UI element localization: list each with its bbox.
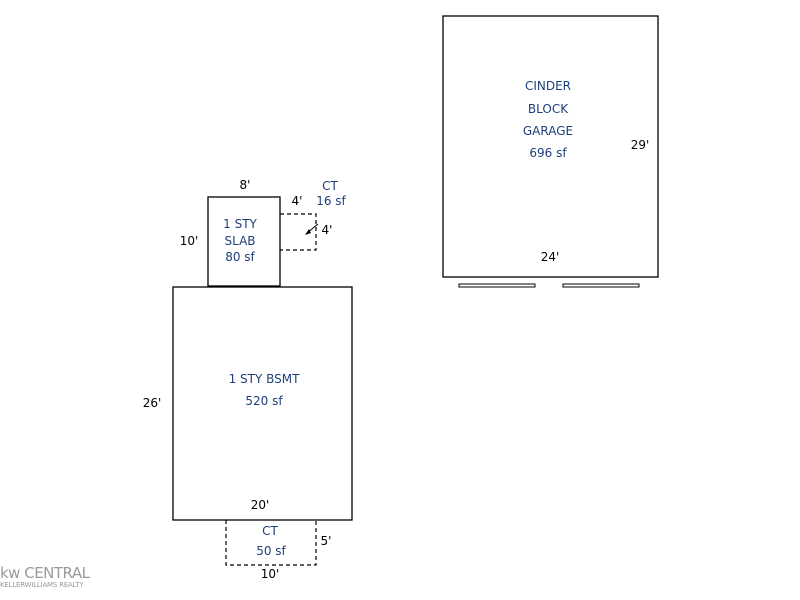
- slab-group: 1 STY SLAB 80 sf 8' 10': [180, 178, 281, 287]
- garage-label-line-1: CINDER: [525, 79, 571, 93]
- basement-label: 1 STY BSMT: [229, 372, 301, 386]
- garage-dim-right: 29': [631, 138, 650, 152]
- garage-label-line-3: GARAGE: [523, 124, 573, 138]
- porch-small-group: CT 16 sf 4' 4': [280, 179, 347, 251]
- basement-dim-bottom: 20': [251, 498, 270, 512]
- porch-small-area: 16 sf: [316, 194, 346, 208]
- slab-dim-top: 8': [240, 178, 251, 192]
- porch-small-pointer-head: [305, 229, 311, 235]
- logo-sub-text: KELLERWILLIAMS REALTY: [0, 581, 84, 589]
- porch-bottom-group: CT 50 sf 5' 10': [225, 520, 332, 581]
- porch-small-outline: [280, 213, 317, 251]
- slab-label-line-2: SLAB: [224, 234, 255, 248]
- basement-area: 520 sf: [245, 394, 283, 408]
- basement-dim-left: 26': [143, 396, 162, 410]
- porch-bottom-dim-right: 5': [321, 534, 332, 548]
- slab-dim-left: 10': [180, 234, 199, 248]
- basement-outline: [172, 286, 353, 521]
- porch-small-dim-top: 4': [292, 194, 303, 208]
- porch-bottom-dim-bottom: 10': [261, 567, 280, 581]
- slab-outline: [207, 196, 281, 287]
- garage-outline: [442, 15, 659, 278]
- kw-central-logo: kw CENTRAL KELLERWILLIAMS REALTY: [0, 566, 92, 596]
- slab-label-line-1: 1 STY: [223, 217, 257, 231]
- garage-label-line-2: BLOCK: [528, 102, 569, 116]
- porch-small-label: CT: [322, 179, 338, 193]
- garage-group: CINDER BLOCK GARAGE 696 sf 29' 24': [442, 15, 659, 288]
- porch-bottom-outline: [225, 520, 317, 566]
- garage-dim-bottom: 24': [541, 250, 560, 264]
- slab-area: 80 sf: [225, 250, 255, 264]
- garage-door-right: [562, 283, 640, 288]
- porch-small-dim-right: 4': [322, 223, 333, 237]
- basement-group: 1 STY BSMT 520 sf 26' 20': [143, 286, 353, 521]
- porch-bottom-label: CT: [262, 524, 278, 538]
- porch-bottom-area: 50 sf: [256, 544, 286, 558]
- garage-area: 696 sf: [529, 146, 567, 160]
- logo-main-text: kw CENTRAL: [0, 564, 90, 582]
- garage-door-left: [458, 283, 536, 288]
